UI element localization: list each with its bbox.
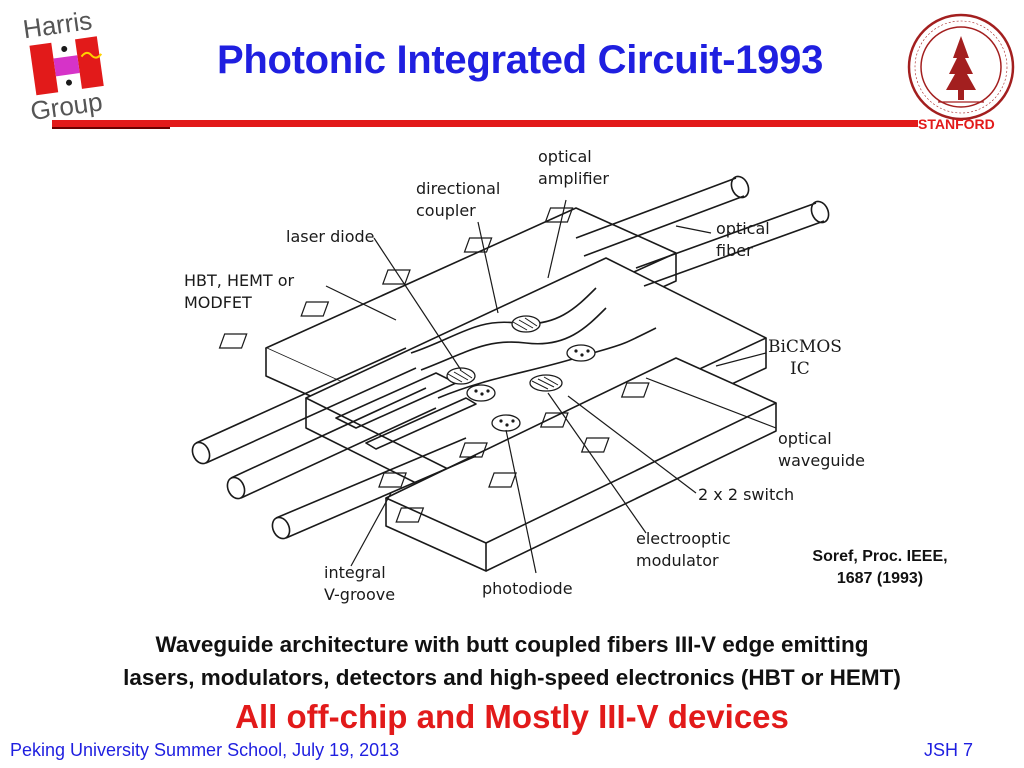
stanford-label: STANFORD	[918, 116, 995, 132]
label-optical-waveguide-line1: optical	[778, 429, 832, 448]
label-directional-coupler-line1: directional	[416, 179, 500, 198]
label-electrooptic-modulator-line2: modulator	[636, 551, 719, 570]
citation-line1: Soref, Proc. IEEE,	[812, 548, 948, 565]
logo-wave-icon	[80, 51, 103, 59]
label-transistor-line2: MODFET	[184, 293, 252, 312]
citation-line2: 1687 (1993)	[836, 570, 924, 587]
label-photodiode: photodiode	[482, 579, 573, 598]
logo-h-right-bar	[75, 36, 104, 89]
stanford-seal-icon	[907, 13, 1015, 121]
label-laser-diode: laser diode	[286, 227, 374, 246]
footer-slide-id: JSH 7	[924, 740, 974, 760]
harris-group-logo: Harris Group	[21, 5, 104, 120]
label-bicmos-line1: BiCMOS	[768, 337, 842, 357]
slide-title: Photonic Integrated Circuit-1993	[216, 38, 824, 82]
label-directional-coupler-line2: coupler	[416, 201, 476, 220]
title-underline-accent	[52, 127, 170, 129]
footer-event: Peking University Summer School, July 19…	[10, 740, 400, 760]
description: Waveguide architecture with butt coupled…	[8, 628, 1016, 694]
pic-schematic-diagram: optical amplifier directional coupler op…	[184, 147, 865, 604]
logo-dot-bottom	[65, 79, 72, 86]
logo-h-left-bar	[29, 42, 59, 96]
logo-dot-top	[61, 45, 68, 52]
label-electrooptic-modulator-line1: electrooptic	[636, 529, 731, 548]
label-optical-amplifier-line1: optical	[538, 147, 592, 166]
label-transistor-line1: HBT, HEMT or	[184, 271, 295, 290]
label-optical-waveguide-line2: waveguide	[778, 451, 865, 470]
title-underline	[52, 120, 918, 127]
label-optical-fiber-line1: optical	[716, 219, 770, 238]
label-optical-fiber-line2: fiber	[716, 241, 753, 260]
label-optical-amplifier-line2: amplifier	[538, 169, 609, 188]
label-2x2-switch: 2 x 2 switch	[698, 485, 794, 504]
label-v-groove-line2: V-groove	[324, 585, 395, 604]
description-line1: Waveguide architecture with butt coupled…	[155, 632, 869, 657]
label-bicmos-line2: IC	[790, 359, 810, 379]
emphasis-statement: All off-chip and Mostly III-V devices	[235, 698, 789, 735]
logo-h-crossbar	[53, 55, 80, 77]
label-v-groove-line1: integral	[324, 563, 386, 582]
description-line2: lasers, modulators, detectors and high-s…	[123, 665, 901, 690]
citation: Soref, Proc. IEEE, 1687 (1993)	[780, 546, 980, 590]
